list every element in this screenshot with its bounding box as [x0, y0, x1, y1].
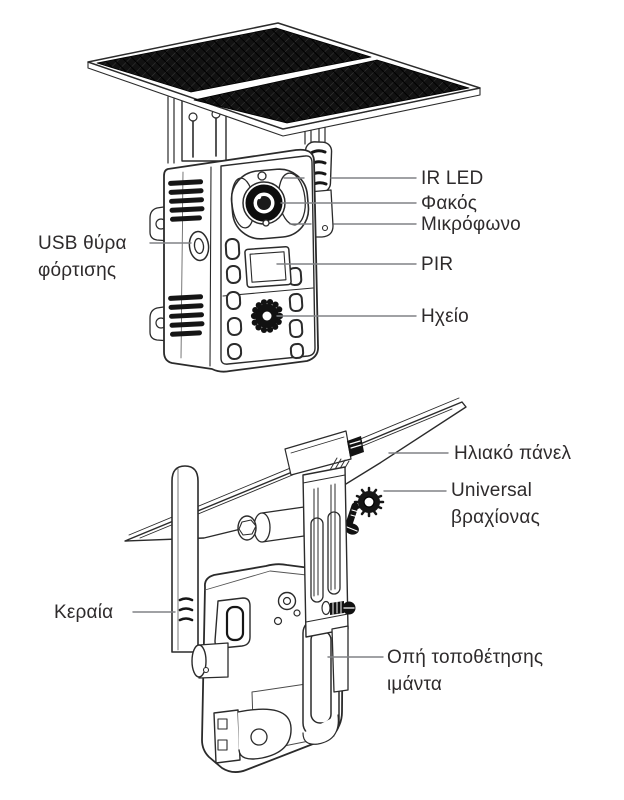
- strap-hook-bottom: [213, 708, 292, 764]
- speaker-grille: [250, 299, 284, 333]
- solar-panel-top-illustration: [87, 22, 481, 137]
- bracket-arm: [237, 506, 305, 543]
- label-pir: PIR: [421, 254, 454, 275]
- label-microphone: Μικρόφωνο: [421, 214, 521, 235]
- bracket-screw: [330, 601, 356, 615]
- label-usb-charging-port: USB θύρα φόρτισης: [38, 233, 127, 281]
- label-antenna: Κεραία: [54, 602, 114, 623]
- pir-window: [244, 245, 292, 289]
- strap-hook-top: [214, 597, 251, 649]
- label-ir-led: IR LED: [421, 168, 484, 189]
- microphone-hole: [262, 219, 270, 227]
- front-view-illustration: [87, 22, 481, 373]
- label-lens: Φακός: [421, 193, 478, 214]
- leader-lines-front: [149, 177, 417, 317]
- label-solar-panel: Ηλιακό πάνελ: [454, 443, 572, 464]
- label-universal-bracket: Universal βραχίονας: [451, 480, 540, 528]
- back-view-illustration: [124, 397, 467, 773]
- solar-panel-back-illustration: [124, 397, 467, 542]
- label-strap-mounting-hole: Οπή τοποθέτησης ιμάντα: [387, 647, 544, 695]
- lens-housing: [230, 168, 310, 240]
- side-grip-ribs: [168, 294, 205, 337]
- antenna-connector: [191, 642, 229, 679]
- side-grip-ribs: [168, 179, 205, 222]
- antenna-illustration: [171, 465, 199, 653]
- universal-bracket-plate: [302, 466, 356, 693]
- bezel-led-slots: [224, 237, 305, 360]
- hinge-knob: [345, 486, 385, 535]
- light-sensor-hole: [257, 171, 267, 181]
- camera-front-body: [163, 148, 319, 373]
- label-speaker: Ηχείο: [421, 306, 469, 327]
- usb-port: [188, 230, 210, 262]
- leader-lines-back: [132, 452, 449, 658]
